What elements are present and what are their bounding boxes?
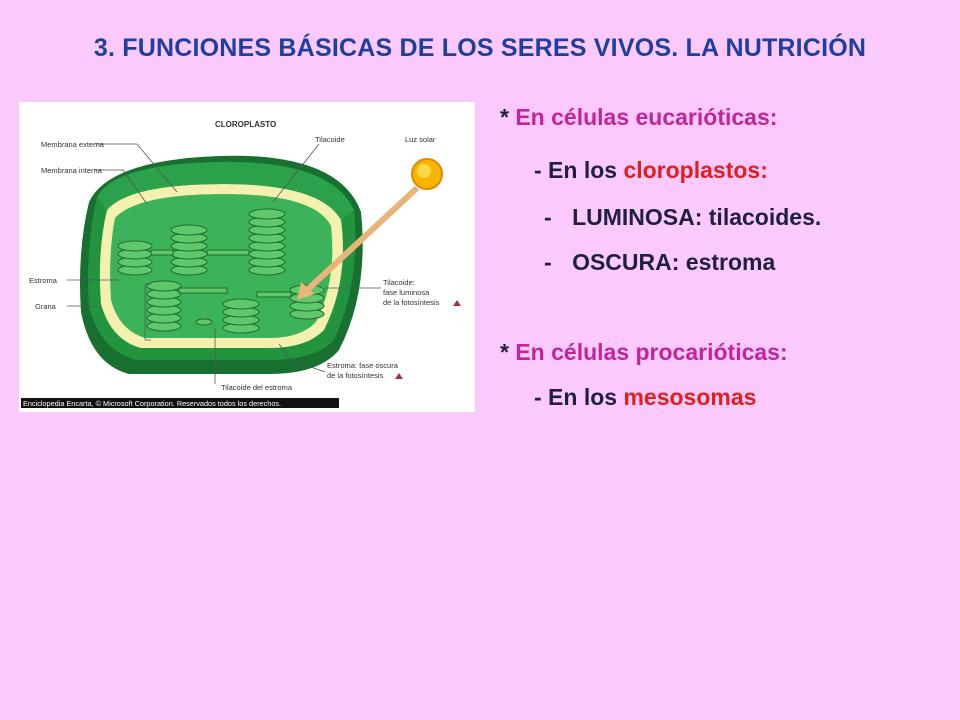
- label-tilacoide-fase-3: de la fotosíntesis: [383, 298, 440, 307]
- label-tilacoide-fase-1: Tilacoide:: [383, 278, 415, 287]
- label-membrana-interna: Membrana interna: [41, 166, 103, 175]
- label-estroma: Estroma: [29, 276, 58, 285]
- triangle-marker-1: [453, 300, 461, 306]
- dark-phase-text: OSCURA: estroma: [572, 249, 776, 275]
- chloroplast-line: - En los cloroplastos:: [534, 157, 768, 184]
- chloroplast-highlight: cloroplastos:: [623, 157, 768, 183]
- label-tilacoide-fase-2: fase luminosa: [383, 288, 430, 297]
- slide-title: 3. FUNCIONES BÁSICAS DE LOS SERES VIVOS.…: [93, 34, 867, 62]
- mesosome-line: - En los mesosomas: [534, 384, 756, 411]
- dark-phase-dash: -: [544, 249, 552, 275]
- label-luz-solar: Luz solar: [405, 135, 436, 144]
- granum-4: [146, 280, 182, 332]
- label-membrana-externa: Membrana externa: [41, 140, 105, 149]
- label-estroma-fase-1: Estroma: fase oscura: [327, 361, 399, 370]
- luminous-dash: -: [544, 204, 552, 230]
- image-credit: Enciclopedia Encarta, © Microsoft Corpor…: [23, 399, 281, 408]
- dark-phase-item: - OSCURA: estroma: [544, 249, 775, 276]
- mesosome-prefix: - En los: [534, 384, 624, 410]
- label-tilacoide: Tilacoide: [315, 135, 345, 144]
- label-estroma-fase-2: de la fotosíntesis: [327, 371, 384, 380]
- label-tilacoide-estroma: Tilacoide del estroma: [221, 383, 293, 392]
- granum-3: [248, 208, 286, 276]
- bullet-star-2: *: [500, 339, 509, 365]
- sun-icon: [411, 158, 443, 190]
- chloroplast-diagram: CLOROPLASTO: [19, 102, 475, 412]
- grana-stacks: [117, 208, 325, 334]
- label-grana: Grana: [35, 302, 57, 311]
- diagram-heading: CLOROPLASTO: [215, 120, 276, 129]
- granum-2: [170, 224, 208, 276]
- light-arrow: [297, 185, 420, 300]
- eukaryotic-line: * En células eucarióticas:: [500, 104, 777, 131]
- prokaryotic-line: * En células procarióticas:: [500, 339, 788, 366]
- triangle-marker-2: [395, 373, 403, 379]
- granum-5: [222, 298, 260, 334]
- prokaryotic-label: En células procarióticas:: [515, 339, 788, 365]
- luminous-item: - LUMINOSA: tilacoides.: [544, 204, 821, 231]
- eukaryotic-label: En células eucarióticas:: [515, 104, 778, 130]
- granum-1: [117, 240, 153, 276]
- luminous-text: LUMINOSA: tilacoides.: [572, 204, 822, 230]
- mesosome-highlight: mesosomas: [623, 384, 757, 410]
- stroma-thylakoids: [150, 249, 292, 326]
- bullet-star: *: [500, 104, 509, 130]
- chloroplast-prefix: - En los: [534, 157, 624, 183]
